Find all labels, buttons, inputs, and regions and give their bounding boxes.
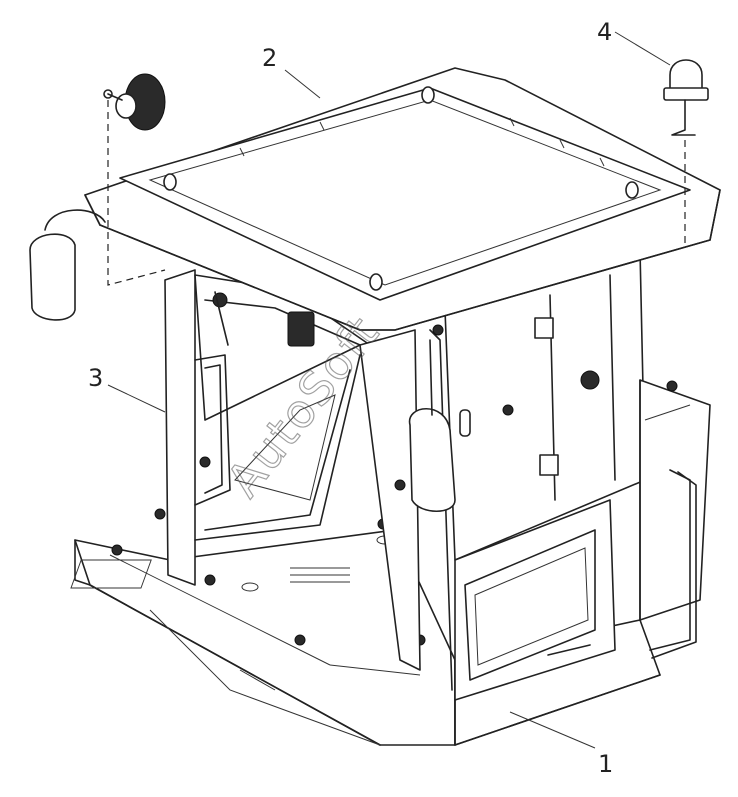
- callout-4: 4: [597, 18, 612, 46]
- callout-leaders: [107, 31, 671, 749]
- left-side-mirror: [29, 209, 106, 321]
- callout-3: 3: [88, 364, 103, 392]
- cab-frame-body: [164, 249, 711, 701]
- callout-2: 2: [262, 44, 277, 72]
- roof-speaker: [103, 73, 166, 286]
- callout-1: 1: [598, 750, 613, 778]
- beacon-lamp: [663, 59, 709, 245]
- cab-roof: [84, 67, 721, 331]
